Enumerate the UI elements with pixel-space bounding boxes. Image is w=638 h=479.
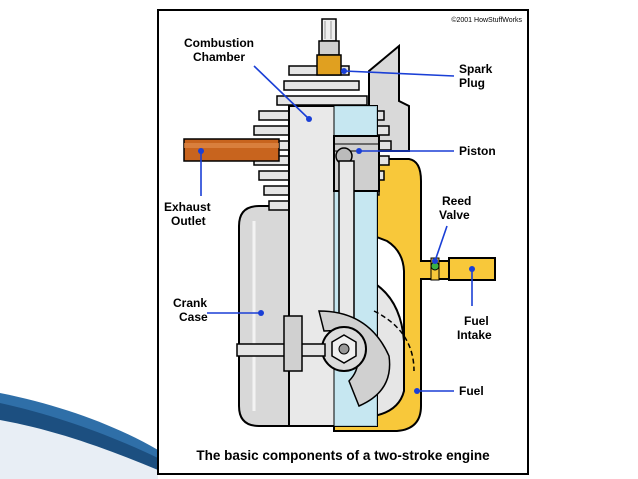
- copyright-text: ©2001 HowStuffWorks: [451, 16, 522, 24]
- label-crank-line2: Case: [179, 310, 208, 324]
- label-reed-line1: Reed: [442, 194, 471, 208]
- label-combustion-line1: Combustion: [184, 36, 254, 50]
- leader-lines: [198, 65, 475, 394]
- label-exhaust-line1: Exhaust: [164, 200, 211, 214]
- label-exhaust-line2: Outlet: [171, 214, 206, 228]
- labels: Combustion Chamber Spark Plug Piston Exh…: [164, 36, 496, 398]
- slide-corner-decoration: [0, 393, 158, 479]
- label-combustion-line2: Chamber: [193, 50, 245, 64]
- label-fuel-intake-line2: Intake: [457, 328, 492, 342]
- swoosh-shape-light: [0, 420, 158, 479]
- label-piston: Piston: [459, 144, 496, 158]
- label-fuel: Fuel: [459, 384, 484, 398]
- engine-diagram: ©2001 HowStuffWorks: [164, 16, 522, 463]
- label-reed-line2: Valve: [439, 208, 470, 222]
- label-spark-line1: Spark: [459, 62, 493, 76]
- diagram-caption: The basic components of a two-stroke eng…: [196, 448, 490, 463]
- crankshaft: [236, 343, 326, 357]
- spark-plug: [316, 18, 342, 76]
- label-crank-line1: Crank: [173, 296, 207, 310]
- diagram-panel: ©2001 HowStuffWorks: [157, 9, 529, 475]
- crank-pin-housing: [283, 315, 303, 372]
- label-spark-line2: Plug: [459, 76, 485, 90]
- label-fuel-intake-line1: Fuel: [464, 314, 489, 328]
- engine-illustration: [183, 18, 496, 432]
